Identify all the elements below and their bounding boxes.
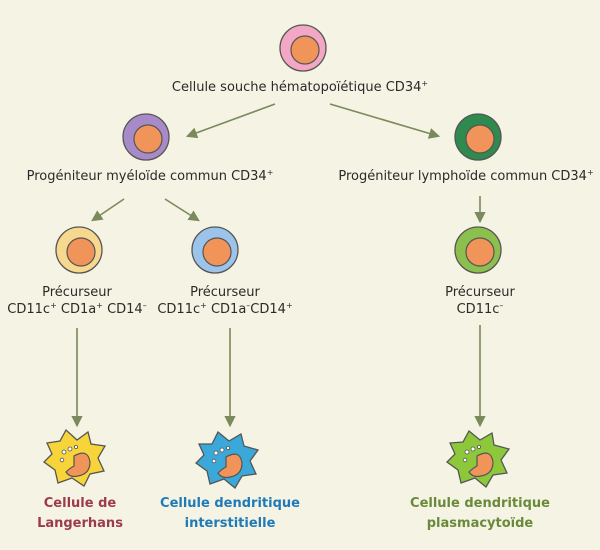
label-myeloid: Progéniteur myéloïde commun CD34+ <box>20 168 280 185</box>
precursor-2-title: Précurseur <box>190 285 260 300</box>
cell-lymphoid <box>454 113 502 161</box>
cell-precursor-1 <box>55 226 103 274</box>
precursor-3-markers: CD11c– <box>456 301 504 318</box>
label-precursor-2: Précurseur CD11c+ CD1a–CD14+ <box>150 284 300 318</box>
label-lymphoid-name: Progéniteur lymphoïde commun CD34 <box>338 169 587 184</box>
label-myeloid-name: Progéniteur myéloïde commun CD34 <box>26 169 267 184</box>
precursor-2-markers: CD11c+ CD1a–CD14+ <box>157 301 293 318</box>
precursor-1-markers: CD11c+ CD1a+ CD14– <box>7 301 147 318</box>
label-hsc: Cellule souche hématopoïétique CD34+ <box>150 79 450 96</box>
arrow-myeloid-to-p1 <box>91 198 125 222</box>
outcome-langerhans: Cellule de Langerhans <box>0 494 160 534</box>
cell-hsc <box>279 24 327 72</box>
outcome-langerhans-line1: Cellule de Langerhans <box>37 496 123 531</box>
outcome-plasmacytoid-line2: plasmacytoïde <box>426 516 534 531</box>
precursor-1-title: Précurseur <box>42 285 112 300</box>
dendritic-cell-langerhans <box>43 428 107 487</box>
outcome-plasmacytoid: Cellule dendritique plasmacytoïde <box>405 494 555 534</box>
arrow-myeloid-to-p2 <box>164 198 200 222</box>
label-myeloid-sup: + <box>266 168 274 177</box>
outcome-interstitial-line1: Cellule dendritique <box>160 496 300 511</box>
cell-precursor-2 <box>191 226 239 274</box>
outcome-interstitial: Cellule dendritique interstitielle <box>155 494 305 534</box>
dendritic-cell-plasmacytoid <box>446 430 511 488</box>
label-precursor-3: Précurseur CD11c– <box>420 284 540 318</box>
label-hsc-sup: + <box>421 79 429 88</box>
dendritic-cell-interstitial <box>195 430 260 489</box>
label-lymphoid: Progéniteur lymphoïde commun CD34+ <box>335 168 597 185</box>
precursor-3-title: Précurseur <box>445 285 515 300</box>
cell-myeloid <box>122 113 170 161</box>
outcome-plasmacytoid-line1: Cellule dendritique <box>410 496 550 511</box>
arrows <box>71 103 486 428</box>
label-hsc-name: Cellule souche hématopoïétique CD34 <box>171 80 422 95</box>
arrow-hsc-to-myeloid <box>185 103 276 139</box>
arrow-hsc-to-lymphoid <box>329 103 441 139</box>
label-precursor-1: Précurseur CD11c+ CD1a+ CD14– <box>2 284 152 318</box>
label-lymphoid-sup: + <box>586 168 594 177</box>
outcome-interstitial-line2: interstitielle <box>184 516 276 531</box>
cell-precursor-3 <box>454 226 502 274</box>
